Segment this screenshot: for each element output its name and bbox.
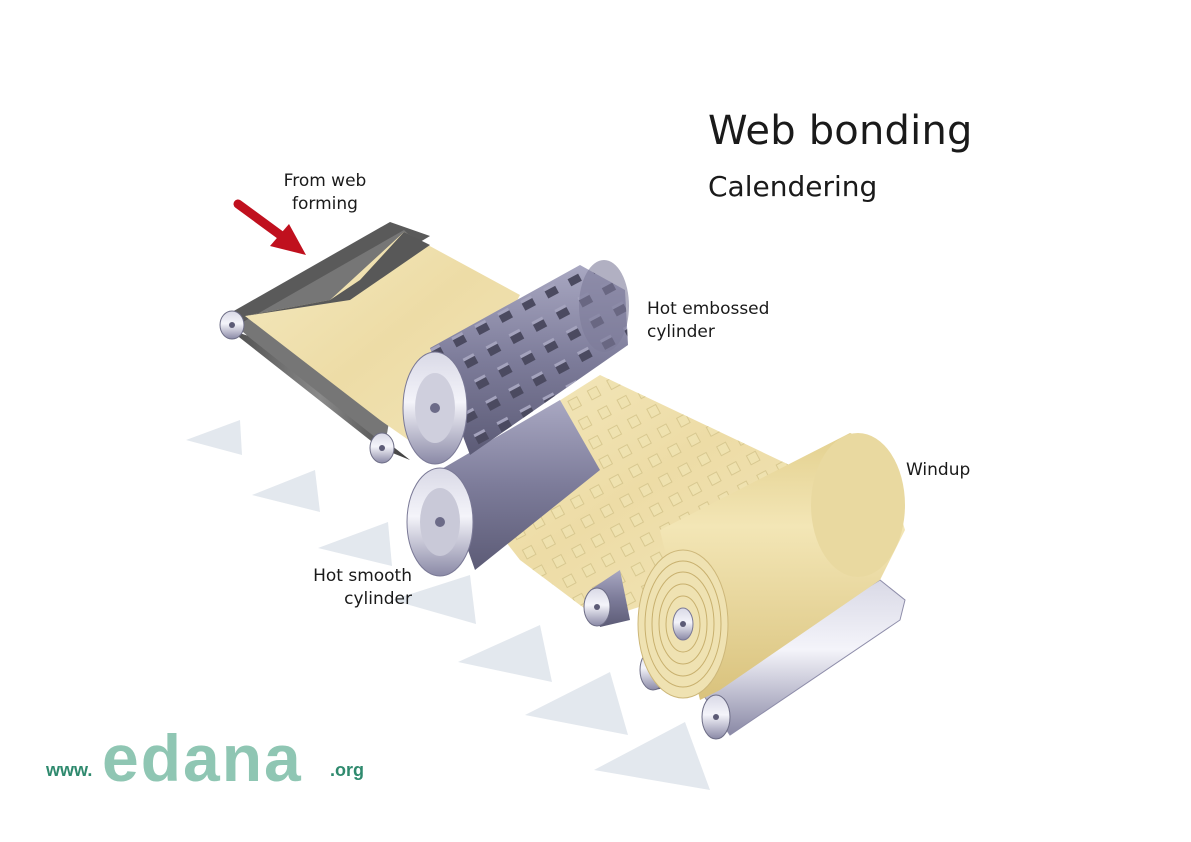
logo-prefix: www. bbox=[46, 760, 92, 781]
diagram-title: Web bonding bbox=[708, 108, 973, 154]
flow-direction-arrow-icon bbox=[186, 420, 242, 455]
flow-direction-arrow-icon bbox=[458, 625, 552, 682]
flow-direction-arrow-icon bbox=[525, 672, 628, 735]
flow-direction-arrow-icon bbox=[252, 470, 320, 512]
windup-label: Windup bbox=[906, 459, 970, 482]
logo-suffix: .org bbox=[330, 760, 364, 781]
from-web-forming-label: From web forming bbox=[270, 170, 380, 216]
diagram-subtitle: Calendering bbox=[708, 170, 877, 203]
hot-smooth-cylinder-label: Hot smooth cylinder bbox=[300, 565, 412, 611]
hot-embossed-cylinder-label: Hot embossed cylinder bbox=[647, 298, 807, 344]
flow-direction-arrow-icon bbox=[594, 722, 710, 790]
flow-direction-arrow-icon bbox=[318, 522, 392, 566]
logo-brand: edana bbox=[102, 720, 303, 796]
